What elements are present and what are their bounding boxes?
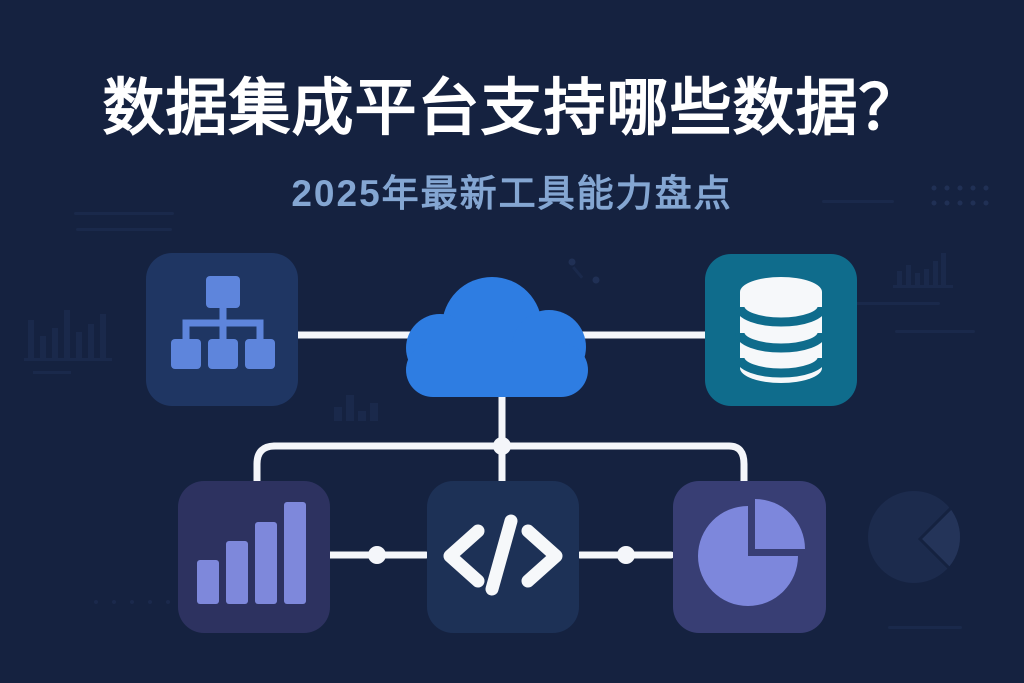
page-subtitle: 2025年最新工具能力盘点 <box>291 173 733 214</box>
page-title: 数据集成平台支持哪些数据？ <box>102 74 922 143</box>
cloud-icon <box>406 277 588 397</box>
node-code <box>427 481 579 633</box>
code-icon <box>443 514 563 596</box>
faint-line <box>850 302 940 305</box>
faint-bar-chart-center <box>334 395 378 421</box>
faint-line <box>888 626 962 629</box>
faint-molecule <box>568 258 600 284</box>
faint-line <box>895 330 975 333</box>
node-bar-chart <box>178 481 330 633</box>
junction-dot <box>617 546 635 564</box>
junction-dot <box>493 437 511 455</box>
faint-bar-chart-left <box>24 310 112 374</box>
faint-line <box>822 200 894 203</box>
faint-line <box>76 228 172 231</box>
pie-chart-icon <box>698 499 805 606</box>
pie-notch-decoration-icon <box>868 491 960 583</box>
sitemap-hierarchy-icon <box>171 276 275 369</box>
database-icon <box>735 277 827 383</box>
node-pie-chart <box>673 481 826 633</box>
junction-dot <box>368 546 386 564</box>
connectors <box>253 331 748 564</box>
node-data-sources <box>146 253 298 406</box>
node-database <box>705 254 857 406</box>
faint-bar-chart-right <box>893 253 953 288</box>
faint-dots-bottom <box>94 600 188 604</box>
bar-chart-icon <box>197 502 306 604</box>
node-cloud-platform <box>406 277 588 397</box>
faint-dot-grid <box>931 185 989 206</box>
bar-chart-tile <box>178 481 330 633</box>
background-decorations <box>24 185 989 629</box>
faint-line <box>74 212 174 215</box>
